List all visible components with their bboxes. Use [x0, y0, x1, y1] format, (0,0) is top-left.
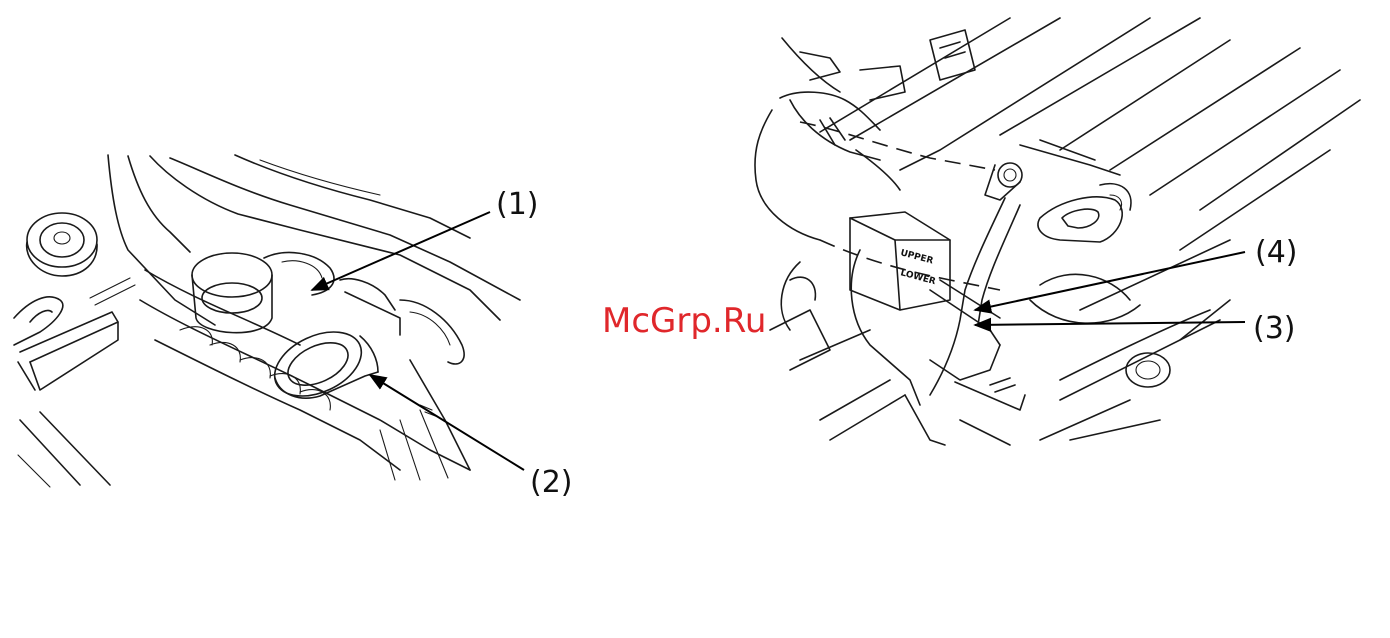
lower-label: LOWER — [899, 268, 936, 287]
callout-4: (4) — [975, 235, 1298, 310]
callout-2-label: (2) — [530, 465, 573, 500]
callout-3: (3) — [975, 311, 1296, 346]
watermark-text: McGrp.Ru — [602, 301, 766, 341]
callout-1-label: (1) — [496, 187, 539, 222]
left-figure-coolant-reservoir-cap — [14, 155, 520, 487]
callout-4-label: (4) — [1255, 235, 1298, 270]
callout-1: (1) — [312, 187, 539, 290]
right-figure-coolant-hose-routing: UPPER LOWER — [755, 18, 1360, 445]
callout-2: (2) — [370, 375, 573, 500]
callout-3-label: (3) — [1253, 311, 1296, 346]
upper-label: UPPER — [899, 248, 934, 266]
